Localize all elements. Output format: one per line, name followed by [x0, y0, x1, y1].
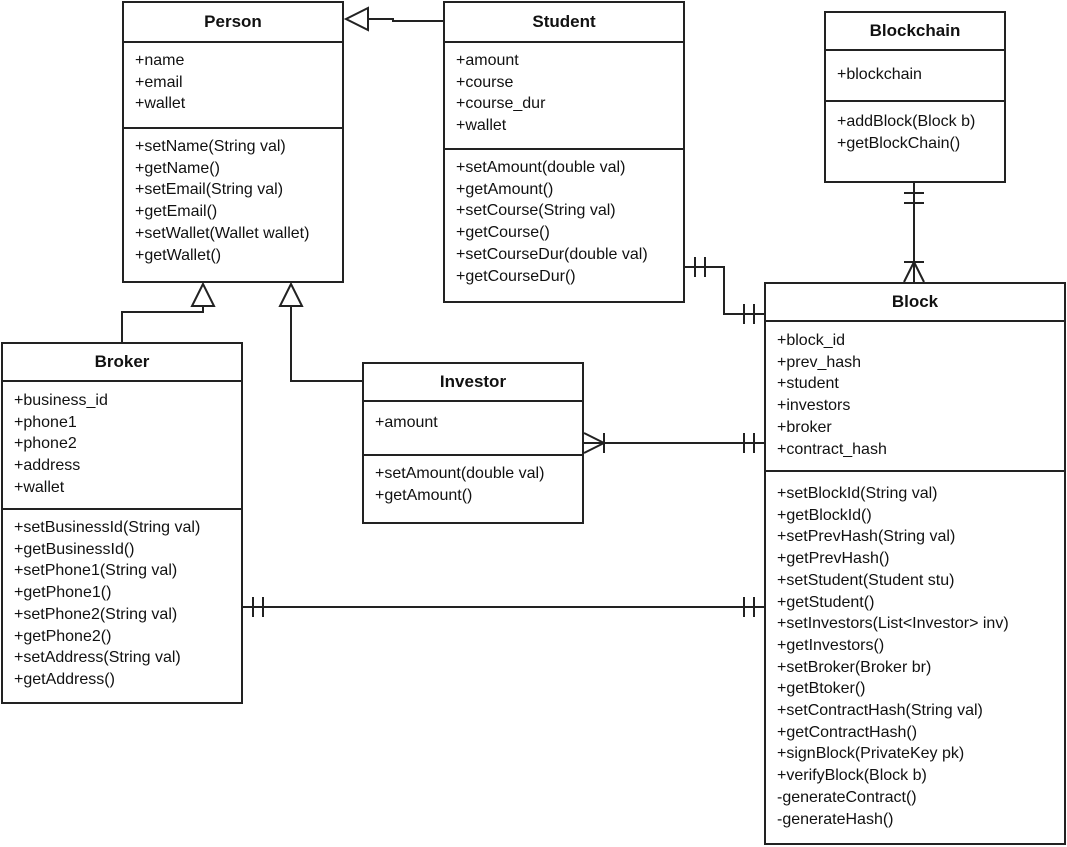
attribute: +student: [777, 375, 839, 393]
attribute: +amount: [375, 414, 438, 431]
attributes-section: +amount +course +course_dur +wallet: [445, 43, 683, 150]
methods-section: +setName(String val) +getName() +setEmai…: [124, 129, 342, 266]
class-name: Student: [445, 3, 683, 43]
method: +getStudent(): [777, 593, 875, 611]
generalization-line-broker-person: [121, 306, 204, 342]
method: +setBlockId(String val): [777, 485, 938, 502]
method: +getAmount(): [456, 180, 554, 198]
method: +setInvestors(List<Investor> inv): [777, 615, 1009, 633]
attribute: +block_id: [777, 332, 846, 349]
method: +setAmount(double val): [375, 465, 545, 482]
attribute: +wallet: [135, 95, 186, 113]
attributes-section: +business_id +phone1 +phone2 +address +w…: [3, 382, 241, 510]
method: +setStudent(Student stu): [777, 571, 955, 589]
attribute: +wallet: [456, 117, 507, 135]
methods-section: +setAmount(double val) +getAmount() +set…: [445, 150, 683, 287]
method: +setBusinessId(String val): [14, 519, 201, 536]
method: +setContractHash(String val): [777, 702, 983, 720]
method: +getBlockChain(): [837, 134, 961, 152]
attributes-section: +amount: [364, 402, 582, 456]
attributes-section: +name +email +wallet: [124, 43, 342, 129]
generalization-arrowhead-broker-person: [190, 281, 216, 307]
method: +verifyBlock(Block b): [777, 767, 927, 785]
method: +setName(String val): [135, 138, 286, 155]
method: +setCourseDur(double val): [456, 245, 648, 263]
attribute: +address: [14, 457, 81, 475]
method: +getCourseDur(): [456, 267, 576, 285]
method: +getAmount(): [375, 486, 473, 504]
attributes-section: +block_id +prev_hash +student +investors…: [766, 322, 1064, 472]
method: +getContractHash(): [777, 723, 918, 741]
attribute: +email: [135, 73, 183, 91]
investor-class[interactable]: Investor +amount +setAmount(double val) …: [362, 362, 584, 524]
attribute: +phone1: [14, 413, 77, 431]
method: +getBtoker(): [777, 680, 866, 698]
generalization-arrowhead-investor-person: [278, 281, 304, 307]
method: +setWallet(Wallet wallet): [135, 224, 310, 242]
method: +getBusinessId(): [14, 540, 135, 558]
method: +setPhone1(String val): [14, 562, 178, 580]
method: +setEmail(String val): [135, 181, 284, 199]
attribute: +amount: [456, 52, 519, 69]
attribute: +wallet: [14, 478, 65, 496]
method: +setPrevHash(String val): [777, 528, 956, 546]
method: +setPhone2(String val): [14, 605, 178, 623]
method: +getWallet(): [135, 246, 222, 264]
methods-section: +addBlock(Block b) +getBlockChain(): [826, 102, 1004, 154]
method: +getEmail(): [135, 203, 218, 221]
generalization-line-investor-person: [290, 306, 362, 382]
method: +getCourse(): [456, 224, 550, 242]
attribute: +name: [135, 52, 185, 69]
methods-section: +setBlockId(String val) +getBlockId() +s…: [766, 472, 1064, 830]
attribute: +course: [456, 73, 514, 91]
class-name: Blockchain: [826, 13, 1004, 51]
method: -generateContract(): [777, 788, 917, 806]
association-investor-block: [583, 432, 764, 454]
class-name: Broker: [3, 344, 241, 382]
method: -generateHash(): [777, 810, 894, 828]
generalization-arrowhead-student-person: [343, 6, 369, 32]
class-name: Investor: [364, 364, 582, 402]
method: +signBlock(PrivateKey pk): [777, 745, 965, 763]
class-name: Person: [124, 3, 342, 43]
method: +setBroker(Broker br): [777, 658, 932, 676]
attribute: +investors: [777, 397, 851, 415]
class-name: Block: [766, 284, 1064, 322]
attribute: +contract_hash: [777, 440, 887, 458]
method: +getInvestors(): [777, 636, 885, 654]
method: +getPhone1(): [14, 584, 112, 602]
method: +getBlockId(): [777, 506, 872, 524]
generalization-line-student-person: [368, 18, 443, 22]
method: +getPrevHash(): [777, 550, 890, 568]
attributes-section: +blockchain: [826, 51, 1004, 102]
methods-section: +setAmount(double val) +getAmount(): [364, 456, 582, 506]
person-class[interactable]: Person +name +email +wallet +setName(Str…: [122, 1, 344, 283]
method: +getName(): [135, 159, 220, 177]
association-student-block: [685, 257, 764, 324]
block-class[interactable]: Block +block_id +prev_hash +student +inv…: [764, 282, 1066, 845]
attribute: +course_dur: [456, 95, 546, 113]
attribute: +broker: [777, 418, 832, 436]
method: +setAmount(double val): [456, 159, 626, 176]
attribute: +phone2: [14, 435, 77, 453]
association-blockchain-block: [903, 183, 925, 283]
method: +setAddress(String val): [14, 649, 181, 667]
methods-section: +setBusinessId(String val) +getBusinessI…: [3, 510, 241, 691]
attribute: +prev_hash: [777, 353, 862, 371]
method: +setCourse(String val): [456, 202, 616, 220]
blockchain-class[interactable]: Blockchain +blockchain +addBlock(Block b…: [824, 11, 1006, 183]
student-class[interactable]: Student +amount +course +course_dur +wal…: [443, 1, 685, 303]
method: +getAddress(): [14, 670, 115, 688]
broker-class[interactable]: Broker +business_id +phone1 +phone2 +add…: [1, 342, 243, 704]
method: +getPhone2(): [14, 627, 112, 645]
method: +addBlock(Block b): [837, 113, 976, 130]
association-broker-block: [243, 597, 764, 617]
attribute: +business_id: [14, 392, 108, 409]
attribute: +blockchain: [837, 66, 922, 83]
